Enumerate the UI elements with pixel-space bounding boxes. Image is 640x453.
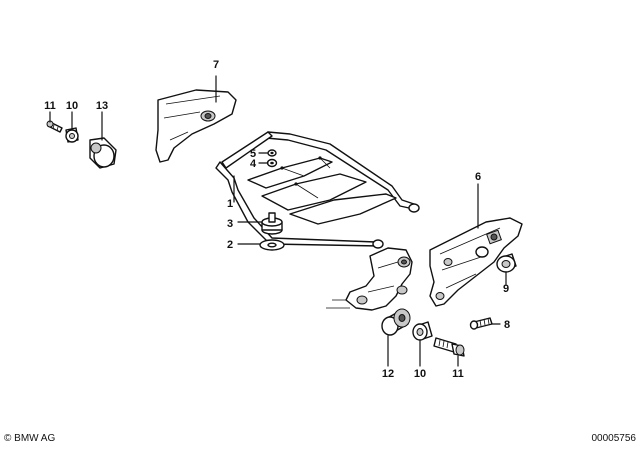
leader-lines [49,75,507,367]
callout-5: 5 [250,148,256,160]
callout-9: 9 [503,283,509,295]
callout-11-bottom: 11 [452,368,464,380]
drawing-number: 00005756 [592,433,637,444]
callout-12: 12 [382,368,394,380]
part-13-rubber-buffer [89,137,117,169]
callout-8: 8 [504,319,510,331]
part-1-frame [215,131,420,249]
callout-13: 13 [96,100,108,112]
part-5-washer [267,149,277,157]
callout-11-left: 11 [44,100,56,112]
part-6-bracket [429,217,523,307]
callout-10-left: 10 [66,100,78,112]
part-12-rubber-bushing [381,308,411,336]
callout-10-bottom: 10 [414,368,426,380]
part-8-screw [469,317,493,330]
callout-3: 3 [227,218,233,230]
callout-4: 4 [250,158,257,170]
part-11-bolt-left [46,120,63,133]
part-3-rubber-mount [261,212,283,235]
part-10-spacer-left [65,127,79,143]
part-9-bushing [496,253,517,273]
engine-mount-casting [326,247,413,311]
part-11-bolt-bottom [433,337,465,357]
callout-1: 1 [227,198,233,210]
callout-2: 2 [227,239,233,251]
copyright-label: © BMW AG [4,433,55,444]
callout-6: 6 [475,171,481,183]
part-4-nut [266,158,278,168]
callout-7: 7 [213,59,219,71]
part-2-washer [259,239,285,251]
part-7-bracket [155,89,237,163]
part-10-spacer-bottom [412,321,433,341]
